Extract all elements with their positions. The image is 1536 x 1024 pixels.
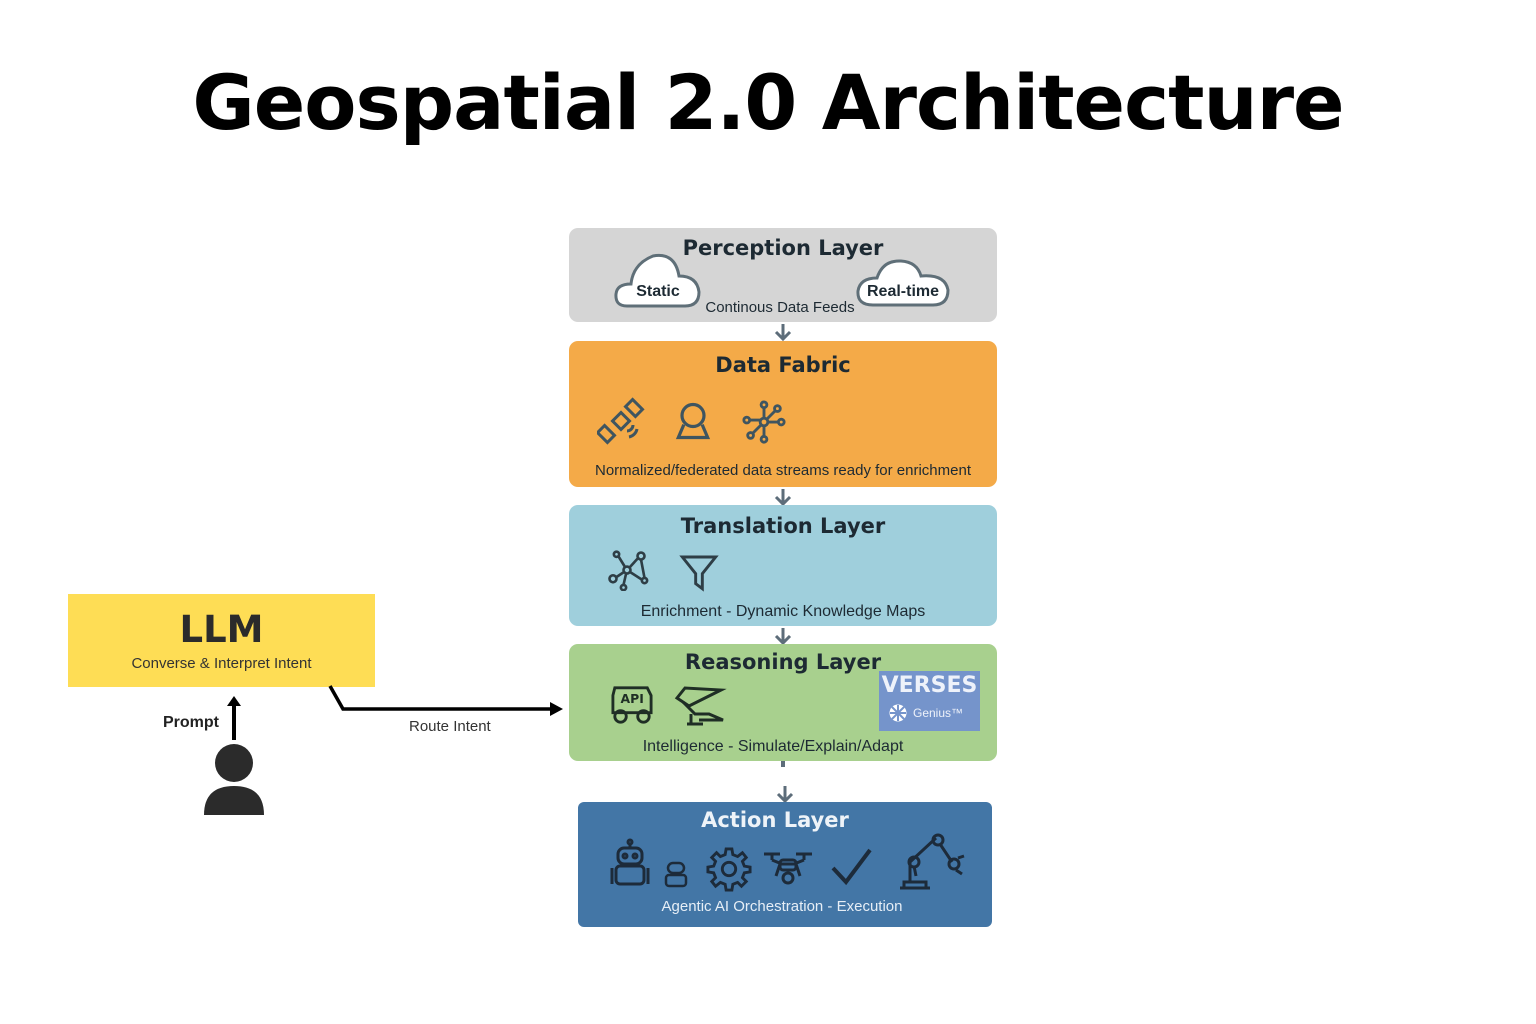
drone-icon <box>762 848 814 888</box>
verses-genius-badge: VERSES Genius™ <box>879 671 980 731</box>
static-cloud: Static <box>613 250 703 310</box>
reasoning-subtitle: Intelligence - Simulate/Explain/Adapt <box>642 738 904 755</box>
data-fabric-subtitle: Normalized/federated data streams ready … <box>594 462 971 479</box>
llm-title: LLM <box>179 608 264 651</box>
translation-layer: Translation Layer Enrichment - Dynamic K… <box>569 505 997 626</box>
checkmark-icon <box>830 846 874 888</box>
translation-subtitle: Enrichment - Dynamic Knowledge Maps <box>640 603 926 620</box>
reasoning-layer: Reasoning Layer API VERSES Genius™ Intel… <box>569 644 997 761</box>
small-robot-icon <box>664 860 688 888</box>
page-title: Geospatial 2.0 Architecture <box>192 58 1344 147</box>
action-title: Action Layer <box>701 808 849 832</box>
connector <box>781 761 785 767</box>
knowledge-graph-icon <box>605 549 649 592</box>
verses-logo-text: VERSES <box>881 673 978 698</box>
route-intent-arrow-icon <box>328 685 563 716</box>
data-fabric-title: Data Fabric <box>715 353 851 377</box>
action-layer: Action Layer Agentic AI Orchestration - … <box>578 802 992 927</box>
translation-title: Translation Layer <box>680 514 886 538</box>
arrow-down-icon <box>774 489 792 507</box>
network-hub-icon <box>741 399 787 445</box>
llm-box: LLM Converse & Interpret Intent <box>68 594 375 687</box>
genius-logo-icon <box>889 704 907 722</box>
data-fabric-layer: Data Fabric Normalized/federated data st… <box>569 341 997 487</box>
arrow-down-icon <box>774 324 792 342</box>
gear-icon <box>706 846 752 892</box>
static-label: Static <box>636 283 680 300</box>
route-intent-label: Route Intent <box>409 718 491 735</box>
perception-layer: Perception Layer Static Real-time Contin… <box>569 228 997 322</box>
robot-icon <box>608 838 652 888</box>
genius-label: Genius™ <box>913 706 964 720</box>
prompt-label: Prompt <box>163 714 219 731</box>
perception-layer-title: Perception Layer <box>682 236 884 260</box>
user-icon <box>204 744 264 815</box>
prompt-arrow-icon <box>227 696 241 740</box>
filter-icon <box>679 551 719 593</box>
action-subtitle: Agentic AI Orchestration - Execution <box>661 898 903 915</box>
industrial-arm-icon <box>896 832 966 890</box>
reasoning-title: Reasoning Layer <box>684 650 882 674</box>
llm-subtitle: Converse & Interpret Intent <box>131 655 312 672</box>
sensor-icon <box>671 399 715 443</box>
realtime-cloud: Real-time <box>855 258 951 308</box>
perception-subtitle: Continous Data Feeds <box>705 299 855 316</box>
arrow-down-icon <box>774 628 792 646</box>
api-robot-icon: API <box>609 684 655 726</box>
realtime-label: Real-time <box>866 283 940 300</box>
svg-text:API: API <box>621 691 644 706</box>
arrow-down-icon <box>776 786 794 804</box>
robotic-arm-icon <box>673 684 727 726</box>
satellite-icon <box>595 397 645 445</box>
